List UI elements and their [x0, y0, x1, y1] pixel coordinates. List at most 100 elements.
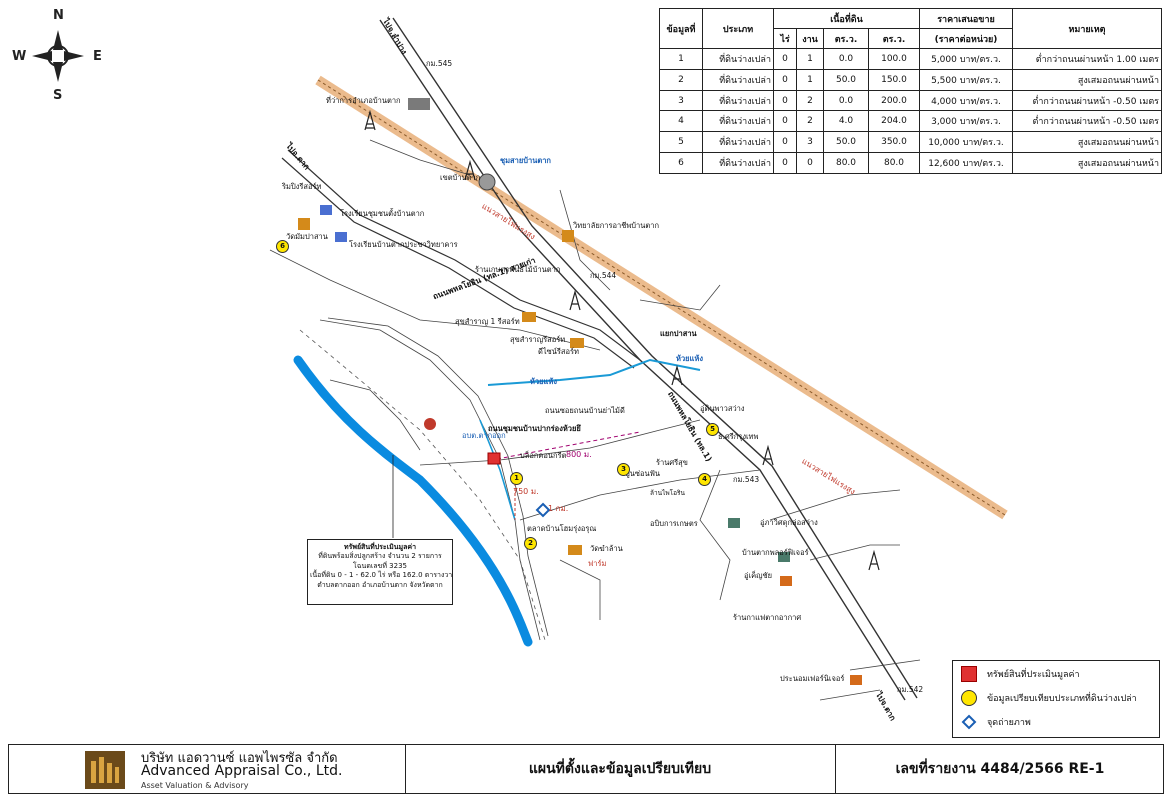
comparable-marker-6[interactable]: 6 — [276, 240, 289, 253]
road-thin-4 — [519, 469, 761, 521]
place-store: ร้านศรีสุข — [656, 458, 688, 467]
pc-icon — [780, 576, 792, 586]
place-district-office: ที่ว่าการอำเภอบ้านตาก — [326, 96, 401, 105]
km-544: กม.544 — [590, 271, 617, 280]
place-rimping: ริมปิงรีสอร์ท — [282, 182, 322, 191]
table-cell-remark: สูงเสมอถนนผ่านหน้า — [1012, 152, 1162, 174]
place-office: อบิบการเกษตร — [650, 519, 698, 528]
photo-point-marker[interactable] — [535, 502, 551, 518]
legend-comparable: ข้อมูลเปรียบเทียบประเภทที่ดินว่างเปล่า — [961, 689, 1137, 707]
table-cell-sqwa: 50.0 — [823, 68, 869, 91]
bantak-sign-icon — [478, 173, 496, 191]
legend-subject-label: ทรัพย์สินที่ประเมินมูลค่า — [987, 670, 1080, 680]
table-cell-ngan: 0 — [796, 152, 824, 174]
table-cell-sqwa: 50.0 — [823, 131, 869, 154]
table-cell-no: 4 — [659, 110, 703, 133]
road-thin-6 — [699, 469, 731, 601]
place-bantak-sign: เขตบ้านตาก — [440, 173, 481, 182]
table-cell-total: 204.0 — [868, 110, 920, 133]
table-cell-price: 10,000 บาท/ตร.ว. — [919, 131, 1013, 154]
resort2-icon — [570, 338, 584, 348]
th-no: ข้อมูลที่ — [659, 8, 703, 49]
office-icon — [728, 518, 740, 528]
subject-marker[interactable] — [487, 452, 501, 465]
place-cement: ปูนซ่อนฟัน — [625, 469, 661, 478]
comparable-marker-3[interactable]: 3 — [617, 463, 630, 476]
footer-title: แผนที่ตั้งและข้อมูลเปรียบเทียบ — [405, 745, 836, 793]
place-huai: ห้วยแห้ง — [530, 377, 557, 386]
table-cell-ngan: 3 — [796, 131, 824, 154]
store-icon — [778, 552, 790, 562]
table-cell-remark: ต่ำกว่าถนนผ่านหน้า -0.50 เมตร — [1012, 89, 1162, 112]
wat-kham-icon — [568, 545, 582, 555]
footer-company: บริษัท แอดวานซ์ แอพไพรซัล จำกัด Advanced… — [9, 745, 406, 793]
subject-line1: ที่ดินพร้อมสิ่งปลูกสร้าง จำนวน 2 รายการ — [318, 552, 442, 561]
road-thin-9 — [849, 659, 921, 671]
table-cell-price: 3,000 บาท/ตร.ว. — [919, 110, 1013, 133]
compass-icon — [32, 30, 84, 82]
school2-icon — [335, 232, 347, 242]
subject-title: ทรัพย์สินที่ประเมินมูลค่า — [343, 543, 417, 551]
th-type: ประเภท — [702, 8, 774, 49]
place-resort1: สุขสำราญ 1 รีสอร์ท — [455, 317, 520, 326]
footer: บริษัท แอดวานซ์ แอพไพรซัล จำกัด Advanced… — [8, 744, 1164, 794]
subject-callout: ทรัพย์สินที่ประเมินมูลค่า ที่ดินพร้อมสิ่… — [307, 539, 453, 605]
place-huai2: ห้วยแห้ง — [676, 354, 703, 363]
place-agri: ร้านเกษตรพันธ์ไม้บ้านตาก — [475, 265, 561, 274]
subject-line3: เนื้อที่ดิน 0 - 1 - 62.0 ไร่ หรือ 162.0 … — [310, 571, 453, 580]
comparable-marker-2[interactable]: 2 — [524, 537, 537, 550]
place-lanna: ล้านไพโอริน — [650, 489, 685, 497]
table-cell-ngan: 2 — [796, 89, 824, 112]
road-thin-14 — [329, 379, 421, 451]
place-lane: ถนนซอยถนนบ้านย่าไม้ดี — [545, 406, 625, 415]
hospital-icon — [424, 418, 436, 430]
road-thin-12 — [639, 284, 721, 311]
road-thin-10 — [819, 689, 881, 701]
table-cell-remark: ต่ำกว่าถนนผ่านหน้า 1.00 เมตร — [1012, 48, 1162, 70]
table-cell-ngan: 2 — [796, 110, 824, 133]
place-resort3: ดีไซน์รีสอร์ท — [538, 347, 579, 356]
table-cell-type: ที่ดินว่างเปล่า — [702, 110, 774, 133]
road-thin-7 — [769, 489, 901, 521]
table-cell-type: ที่ดินว่างเปล่า — [702, 68, 774, 91]
th-remark: หมายเหตุ — [1012, 8, 1162, 49]
table-cell-sqwa: 0.0 — [823, 48, 869, 70]
place-school1: โรงเรียนชุมชนตั้งบ้านตาก — [340, 209, 425, 218]
legend-subject: ทรัพย์สินที่ประเมินมูลค่า — [961, 665, 1080, 683]
place-school2: โรงเรียนบ้านตากประชาวิทยาคาร — [349, 240, 458, 249]
legend-comparable-label: ข้อมูลเปรียบเทียบประเภทที่ดินว่างเปล่า — [987, 694, 1137, 704]
red-square-icon — [961, 666, 977, 682]
table-cell-rai: 0 — [773, 68, 797, 91]
comparable-marker-4[interactable]: 4 — [698, 473, 711, 486]
distance-800: 800 ม. — [566, 450, 592, 459]
highway-road-edge — [392, 17, 918, 699]
yellow-circle-icon — [961, 690, 977, 706]
place-pharm: อู่ภาวิศดุกล่อสว่าง — [760, 518, 818, 527]
map-canvas — [269, 17, 1008, 701]
table-cell-total: 100.0 — [868, 48, 920, 70]
comparable-marker-5[interactable]: 5 — [706, 423, 719, 436]
resort-icon — [522, 312, 536, 322]
table-cell-remark: ต่ำกว่าถนนผ่านหน้า -0.50 เมตร — [1012, 110, 1162, 133]
th-price: ราคาเสนอขาย — [919, 8, 1013, 29]
place-auto: อู่ดินพาวสว่าง — [700, 404, 745, 413]
road-thin-13 — [369, 139, 471, 176]
old-road — [287, 149, 641, 361]
km-542: กม.542 — [897, 685, 924, 694]
road-thin-11 — [559, 189, 611, 291]
table-cell-total: 150.0 — [868, 68, 920, 91]
stream — [487, 358, 701, 386]
place-farm: ฟาร์ม — [588, 559, 607, 568]
table-cell-rai: 0 — [773, 48, 797, 70]
legend-photo: จุดถ่ายภาพ — [961, 713, 1031, 731]
table-cell-type: ที่ดินว่างเปล่า — [702, 131, 774, 154]
comparable-marker-1[interactable]: 1 — [510, 472, 523, 485]
canal — [479, 419, 516, 521]
place-bank: ธ.ศรีกรุงเทพ — [718, 432, 759, 441]
table-cell-total: 350.0 — [868, 131, 920, 154]
subject-line4: ตำบลตากออก อำเภอบ้านตาก จังหวัดตาก — [317, 580, 443, 589]
